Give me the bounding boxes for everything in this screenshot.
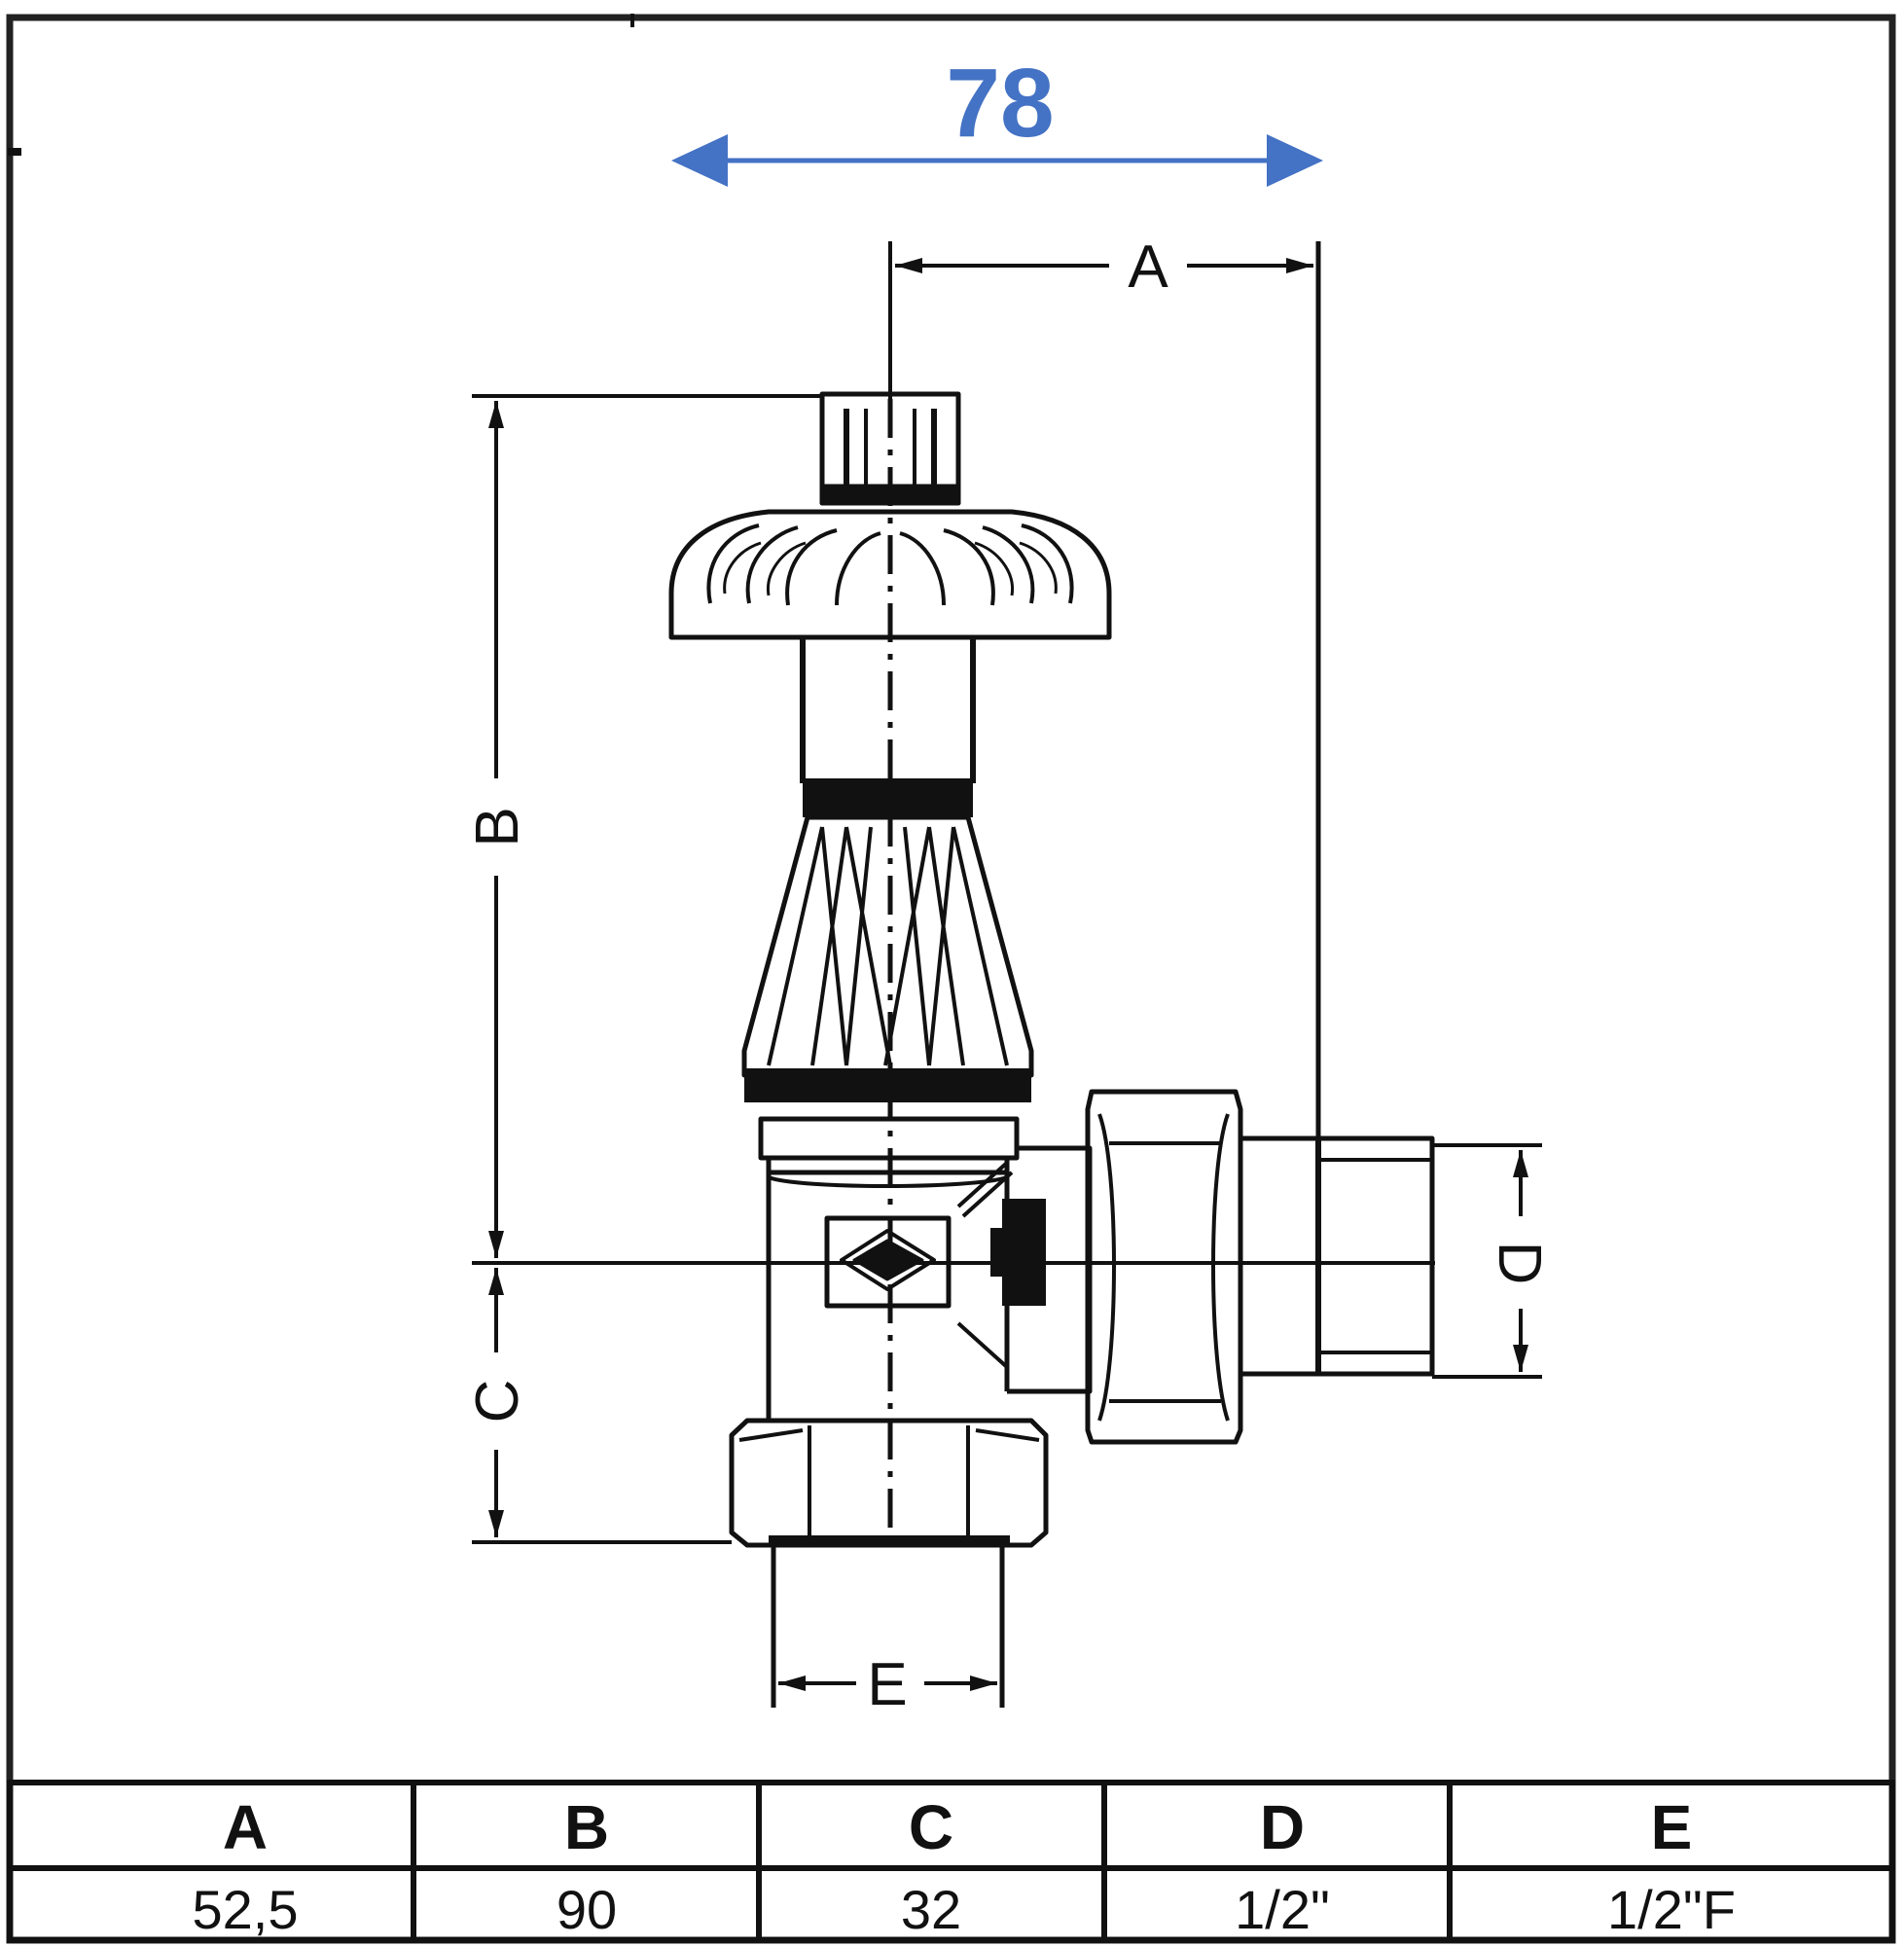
dim-label-c: C bbox=[464, 1380, 531, 1423]
dim-label-b: B bbox=[464, 807, 531, 847]
table-header-a: A bbox=[223, 1792, 268, 1862]
dimension-table: A B C D E 52,5 90 32 1/2" 1/2"F bbox=[7, 1780, 1895, 1943]
dim-label-d: D bbox=[1486, 1242, 1553, 1285]
overall-dimension-value: 78 bbox=[946, 49, 1054, 158]
table-header-b: B bbox=[564, 1792, 609, 1862]
tailpiece bbox=[1240, 1135, 1435, 1377]
overall-arrow-left bbox=[671, 134, 728, 187]
valve-collar bbox=[758, 1116, 1020, 1161]
table-header-c: C bbox=[909, 1792, 953, 1862]
overall-dimension: 78 bbox=[671, 49, 1323, 187]
bottom-pipe bbox=[771, 1547, 1005, 1708]
dimension-lines bbox=[472, 241, 1542, 1691]
frame-tick-left bbox=[8, 148, 21, 156]
valve-handwheel bbox=[668, 509, 1112, 640]
table-value-e: 1/2"F bbox=[1607, 1879, 1736, 1940]
union-nut bbox=[1085, 1089, 1243, 1445]
table-header-d: D bbox=[1260, 1792, 1305, 1862]
table-value-a: 52,5 bbox=[193, 1879, 299, 1940]
dim-label-a: A bbox=[1128, 234, 1168, 301]
table-value-d: 1/2" bbox=[1235, 1879, 1330, 1940]
bottom-hex-nut bbox=[729, 1418, 1049, 1548]
table-value-c: 32 bbox=[901, 1879, 961, 1940]
table-value-b: 90 bbox=[557, 1879, 617, 1940]
center-lines bbox=[472, 399, 1435, 1537]
overall-arrow-right bbox=[1267, 134, 1323, 187]
dimension-labels: A B C D E bbox=[464, 234, 1553, 1718]
frame-tick-top bbox=[630, 14, 634, 27]
table-header-e: E bbox=[1651, 1792, 1693, 1862]
dim-label-e: E bbox=[867, 1651, 907, 1718]
